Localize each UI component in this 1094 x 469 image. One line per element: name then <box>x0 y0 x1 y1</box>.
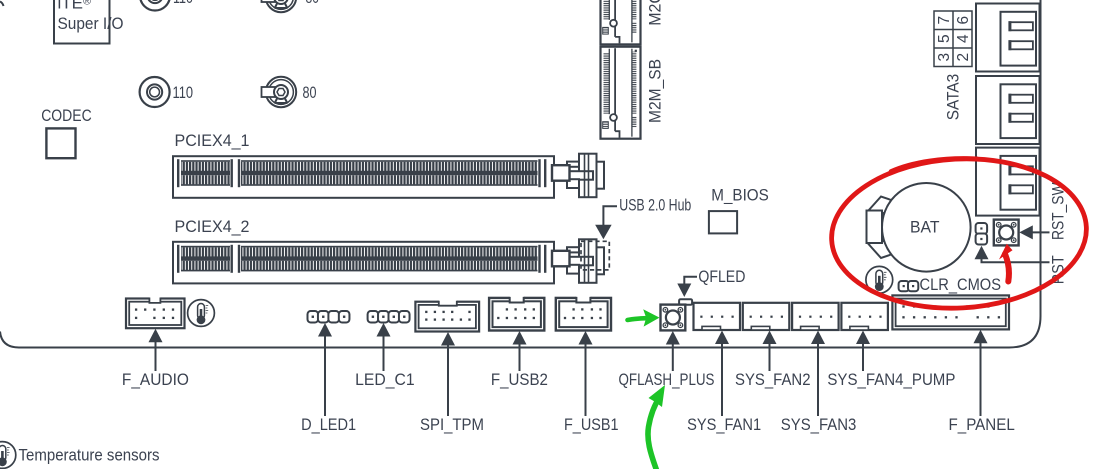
svg-text:2: 2 <box>955 53 972 62</box>
svg-text:80: 80 <box>303 83 317 102</box>
svg-text:SPI_TPM: SPI_TPM <box>420 415 484 434</box>
svg-text:iTE®: iTE® <box>58 0 92 13</box>
svg-text:RST_SW: RST_SW <box>1049 183 1068 241</box>
svg-text:M2C_SB: M2C_SB <box>646 0 665 26</box>
svg-text:3: 3 <box>936 53 953 62</box>
svg-text:F_AUDIO: F_AUDIO <box>122 370 189 389</box>
svg-text:F_USB1: F_USB1 <box>564 415 619 434</box>
svg-text:F_USB2: F_USB2 <box>491 370 548 389</box>
svg-text:SYS_FAN2: SYS_FAN2 <box>735 370 811 389</box>
svg-text:SYS_FAN3: SYS_FAN3 <box>781 415 857 434</box>
svg-text:Super I/O: Super I/O <box>58 14 124 33</box>
svg-text:SATA3: SATA3 <box>944 74 963 121</box>
svg-text:USB 2.0 Hub: USB 2.0 Hub <box>619 196 691 215</box>
svg-text:SYS_FAN1: SYS_FAN1 <box>687 415 761 434</box>
svg-text:QFLASH_PLUS: QFLASH_PLUS <box>619 370 715 389</box>
svg-text:110: 110 <box>173 0 193 7</box>
svg-text:5: 5 <box>936 34 953 43</box>
svg-text:QFLED: QFLED <box>698 267 745 286</box>
svg-text:BAT: BAT <box>910 218 940 237</box>
svg-text:CLR_CMOS: CLR_CMOS <box>920 275 1002 294</box>
svg-text:M_BIOS: M_BIOS <box>711 186 769 205</box>
svg-text:4: 4 <box>955 34 972 43</box>
svg-text:F_PANEL: F_PANEL <box>949 415 1015 434</box>
svg-text:7: 7 <box>936 16 953 25</box>
svg-text:M2M_SB: M2M_SB <box>646 59 665 123</box>
svg-text:RST: RST <box>1049 255 1068 284</box>
svg-text:Temperature sensors: Temperature sensors <box>19 445 160 464</box>
svg-text:6: 6 <box>955 16 972 25</box>
svg-text:PCIEX4_2: PCIEX4_2 <box>175 217 250 236</box>
svg-text:PCIEX4_1: PCIEX4_1 <box>175 131 250 150</box>
svg-text:SYS_FAN4_PUMP: SYS_FAN4_PUMP <box>827 370 955 389</box>
svg-text:LED_C1: LED_C1 <box>355 370 415 389</box>
svg-text:80: 80 <box>306 0 320 7</box>
svg-text:CODEC: CODEC <box>41 106 91 125</box>
svg-text:D_LED1: D_LED1 <box>301 415 356 434</box>
svg-text:110: 110 <box>173 83 194 102</box>
